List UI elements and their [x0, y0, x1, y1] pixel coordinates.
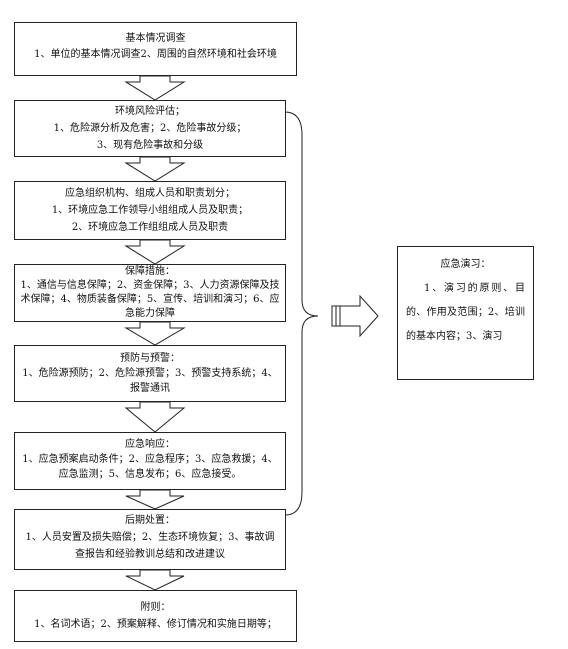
down-arrow-7	[125, 569, 185, 591]
step-line: 1、单位的基本情况调查2、周围的自然环境和社会环境	[34, 49, 277, 60]
step-line: 1、名词术语；2、预案解释、修订情况和实施日期等；	[34, 619, 277, 630]
drill-body: 1、演习的原则、目的、作用及范围；2、培训的基本内容；3、演习	[406, 283, 525, 342]
right-arrow	[331, 294, 379, 338]
step-risk-assessment: 环境风险评估； 1、危险源分析及危害；2、危险事故分级； 3、现有危险事故和分级	[14, 100, 286, 157]
step-post-disposal: 后期处置： 1、人员安置及损失赔偿；2、生态环境恢复；3、事故调查报告和经验教训…	[14, 509, 286, 570]
down-arrow-1	[124, 75, 186, 101]
step-title: 预防与预警：	[120, 353, 180, 364]
step-line: 3、现有危险事故和分级	[96, 140, 204, 151]
step-line: 1、通信与信息保障；2、资金保障；3、人力资源保障及技术保障；4、物质装备保障；…	[20, 280, 280, 319]
step-title: 基本情况调查	[125, 33, 186, 44]
step-title: 应急响应：	[125, 439, 175, 450]
step-line: 1、环境应急工作领导小组组成人员及职责；	[51, 205, 249, 216]
step-line: 1、应急预案启动条件；2、应急程序；3、应急救援；4、应急监测；5、信息发布；6…	[22, 454, 278, 480]
step-safeguards: 保障措施： 1、通信与信息保障；2、资金保障；3、人力资源保障及技术保障；4、物…	[14, 264, 286, 322]
step-line: 1、危险源预防；2、危险源预警；3、预警支持系统；4、报警通讯	[22, 368, 278, 394]
step-title: 附则：	[140, 602, 171, 613]
down-arrow-2	[124, 156, 186, 182]
down-arrow-4	[124, 321, 186, 346]
step-basic-survey: 基本情况调查 1、单位的基本情况调查2、周围的自然环境和社会环境	[14, 22, 297, 76]
bracket	[284, 111, 319, 516]
step-prevention-warning: 预防与预警： 1、危险源预防；2、危险源预警；3、预警支持系统；4、报警通讯	[14, 345, 286, 402]
down-arrow-5	[124, 401, 186, 433]
drill-box: 应急演习： 1、演习的原则、目的、作用及范围；2、培训的基本内容；3、演习	[397, 246, 534, 380]
step-title: 应急组织机构、组成人员和职责划分；	[65, 188, 235, 199]
step-line: 1、危险源分析及危害；2、危险事故分级；	[53, 123, 247, 134]
down-arrow-6	[125, 489, 185, 510]
step-title: 保障措施：	[125, 266, 175, 277]
step-title: 后期处置：	[125, 515, 175, 526]
drill-title: 应急演习：	[440, 259, 491, 270]
step-line: 2、环境应急工作组组成人员及职责	[71, 222, 229, 233]
step-appendix: 附则： 1、名词术语；2、预案解释、修订情况和实施日期等；	[14, 590, 297, 642]
step-emergency-response: 应急响应： 1、应急预案启动条件；2、应急程序；3、应急救援；4、应急监测；5、…	[14, 432, 286, 490]
step-line: 1、人员安置及损失赔偿；2、生态环境恢复；3、事故调查报告和经验教训总结和改进建…	[25, 532, 275, 560]
step-organization: 应急组织机构、组成人员和职责划分； 1、环境应急工作领导小组组成人员及职责； 2…	[14, 181, 286, 240]
step-title: 环境风险评估；	[115, 106, 185, 117]
down-arrow-3	[124, 239, 186, 265]
